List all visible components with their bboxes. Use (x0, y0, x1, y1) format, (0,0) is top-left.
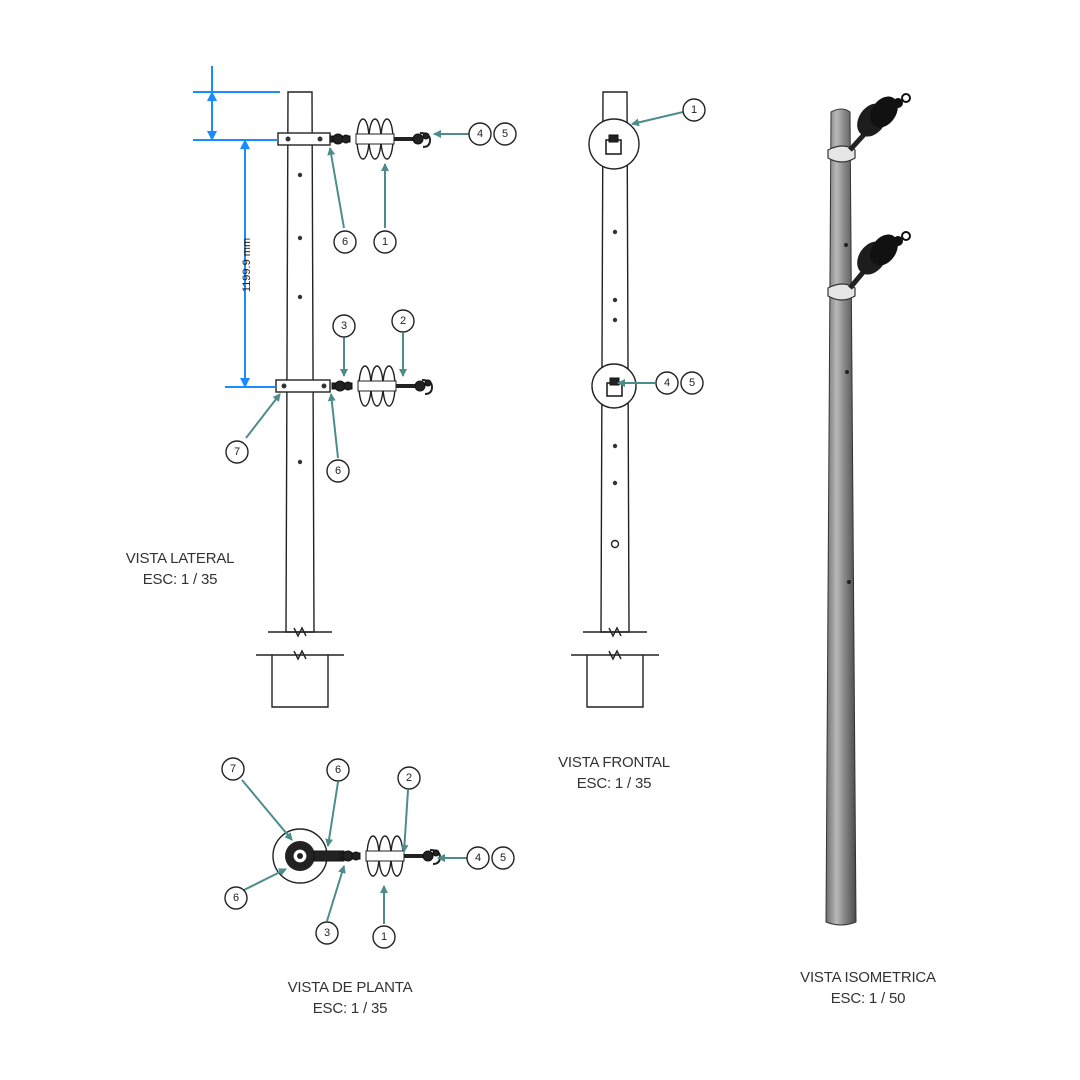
caption-scale: ESC: 1 / 35 (312, 1000, 388, 1017)
svg-text:5: 5 (500, 852, 506, 864)
caption-scale: ESC: 1 / 35 (576, 775, 652, 792)
callout-frontal-1: 1 (682, 98, 706, 122)
callout-lateral-7: 7 (225, 440, 249, 464)
frontal-pole-base (586, 655, 644, 708)
svg-text:7: 7 (234, 446, 240, 458)
dimension-lines: 1199.9 mm (193, 66, 280, 388)
callout-planta-3: 3 (315, 921, 339, 945)
svg-text:5: 5 (502, 128, 508, 140)
svg-text:6: 6 (342, 236, 348, 248)
svg-text:5: 5 (689, 377, 695, 389)
lateral-view: 1199.9 mm 4 5 6 1 3 2 7 6 (193, 66, 517, 708)
caption-title: VISTA ISOMETRICA (800, 969, 936, 986)
caption-title: VISTA LATERAL (125, 550, 235, 567)
svg-text:2: 2 (400, 315, 406, 327)
svg-text:4: 4 (475, 852, 481, 864)
svg-text:3: 3 (341, 320, 347, 332)
dimension-label: 1199.9 mm (241, 238, 253, 292)
callout-planta-7: 7 (221, 757, 245, 781)
svg-text:4: 4 (477, 128, 483, 140)
svg-text:3: 3 (324, 927, 330, 939)
svg-text:6: 6 (335, 465, 341, 477)
planta-insulator (338, 834, 442, 878)
svg-text:7: 7 (230, 763, 236, 775)
callout-lateral-4: 4 (468, 122, 492, 146)
svg-text:1: 1 (691, 104, 697, 116)
isometric-view (825, 93, 911, 926)
caption-scale: ESC: 1 / 35 (142, 571, 218, 588)
caption-title: VISTA FRONTAL (558, 754, 670, 771)
lateral-pole-base (271, 655, 329, 708)
frontal-pole (600, 91, 630, 633)
callout-lateral-6-top: 6 (333, 230, 357, 254)
svg-text:6: 6 (233, 892, 239, 904)
frontal-view: 1 4 5 (571, 91, 706, 708)
callout-frontal-4: 4 (655, 371, 679, 395)
callout-planta-6-top: 6 (326, 758, 350, 782)
caption-title: VISTA DE PLANTA (287, 979, 413, 996)
caption-vista-lateral: VISTA LATERAL ESC: 1 / 35 (100, 548, 260, 590)
svg-text:4: 4 (664, 377, 670, 389)
callout-planta-6-bottom: 6 (224, 886, 248, 910)
svg-text:2: 2 (406, 772, 412, 784)
caption-vista-planta: VISTA DE PLANTA ESC: 1 / 35 (260, 977, 440, 1019)
callout-lateral-3: 3 (332, 314, 356, 338)
planta-view: 7 6 2 4 5 6 3 1 (221, 757, 515, 949)
svg-text:1: 1 (382, 236, 388, 248)
callout-planta-5: 5 (491, 846, 515, 870)
callout-lateral-1: 1 (373, 230, 397, 254)
callout-planta-1: 1 (372, 925, 396, 949)
callout-planta-2: 2 (397, 766, 421, 790)
svg-text:1: 1 (381, 931, 387, 943)
callout-planta-4: 4 (466, 846, 490, 870)
lateral-insulator-top (328, 117, 432, 161)
callout-frontal-5: 5 (680, 371, 704, 395)
callout-lateral-6-bottom: 6 (326, 459, 350, 483)
callout-lateral-2: 2 (391, 309, 415, 333)
caption-vista-frontal: VISTA FRONTAL ESC: 1 / 35 (534, 752, 694, 794)
caption-vista-isometrica: VISTA ISOMETRICA ESC: 1 / 50 (778, 967, 958, 1009)
svg-text:6: 6 (335, 764, 341, 776)
lateral-insulator-bottom (330, 364, 434, 408)
caption-scale: ESC: 1 / 50 (830, 990, 906, 1007)
isometric-pole (825, 108, 857, 926)
callout-lateral-5: 5 (493, 122, 517, 146)
